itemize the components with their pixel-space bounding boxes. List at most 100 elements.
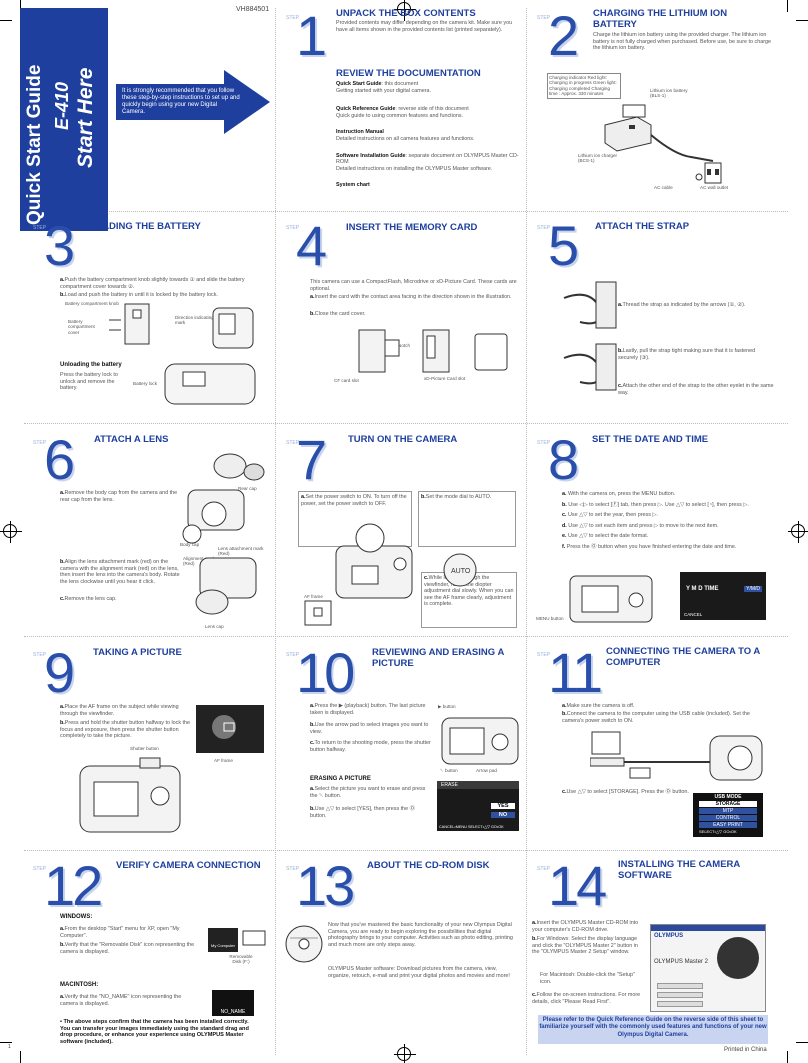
lens-mark-caption: Lens attachment mark (Red) (218, 546, 264, 557)
step-number: 4 (296, 214, 327, 277)
verify-footer: • The above steps confirm that the camer… (60, 1019, 249, 1045)
battery-caption: Lithium ion battery (BLS-1) (650, 88, 688, 99)
install-button[interactable] (657, 992, 703, 998)
battery-lock-caption: Battery lock (133, 381, 157, 386)
doc-tag: : separate document on OLYMPUS Master CD… (336, 152, 519, 166)
step-label: STEP (537, 440, 551, 446)
subheading: WINDOWS: (60, 914, 93, 920)
row-divider (24, 850, 788, 851)
step-item-b: b.Set the mode dial to AUTO. (418, 491, 516, 547)
charger-illustration (604, 104, 722, 184)
cf-caption: CF card slot (334, 378, 359, 383)
erase-item-b: b.Use △▽ to select [YES], then press the… (310, 806, 416, 819)
notch-caption: Notch (398, 343, 411, 348)
step-item-b: b.Load and push the battery in until it … (60, 292, 218, 298)
step-item-c: c.Attach the other end of the strap to t… (618, 383, 774, 396)
step-title: REVIEW THE DOCUMENTATION (336, 68, 481, 79)
camera-top-illustration (335, 523, 413, 599)
align-mark-caption: Alignment mark (Red) (183, 556, 215, 567)
step-title: TURN ON THE CAMERA (348, 434, 458, 445)
step-label: STEP (33, 440, 47, 446)
row-divider (24, 211, 788, 212)
body-cap-caption: Body cap (180, 542, 200, 547)
subheading: Unloading the battery (60, 362, 122, 368)
ac-outlet-caption: AC wall outlet (700, 185, 729, 190)
subheading: MACINTOSH: (60, 982, 99, 988)
step-number: 1 (296, 4, 327, 67)
step-label: STEP (537, 15, 551, 21)
step-item-b: b.Align the lens attachment mark (red) o… (60, 559, 180, 585)
strap-illustration (563, 281, 617, 391)
step-number: 11 (548, 641, 603, 704)
knob-caption: Battery compartment knob (65, 301, 119, 306)
step-label: STEP (286, 440, 300, 446)
step-title: INSTALLING THE CAMERA SOFTWARE (618, 859, 740, 881)
step-item-b: b.Press and hold the shutter button half… (60, 720, 191, 740)
lens-photo (717, 937, 759, 979)
install-button[interactable] (657, 983, 703, 989)
step-body: Provided contents may differ depending o… (336, 20, 513, 33)
step-item-b: b.Connect the camera to the computer usi… (562, 711, 750, 724)
removable-disk-caption: Removable Disk (F:) (229, 954, 253, 965)
step-title: TAKING A PICTURE (93, 647, 182, 658)
camera-back-illustration (441, 717, 519, 765)
step-number: 3 (44, 214, 75, 277)
svg-text:AUTO: AUTO (451, 568, 471, 575)
setup-window: OLYMPUS OLYMPUS Master 2 (650, 924, 766, 1012)
viewfinder-icon (304, 600, 332, 626)
step-title: SET THE DATE AND TIME (592, 434, 709, 445)
crop-mark (20, 0, 21, 12)
step-label: STEP (537, 225, 551, 231)
step-label: STEP (286, 652, 300, 658)
registration-mark (394, 0, 416, 21)
step-body: Charge the lithium ion battery using the… (593, 32, 771, 52)
camera-back-illustration (79, 757, 181, 833)
registration-mark (788, 521, 808, 543)
step-item-c: c.Follow the on-screen instructions. For… (532, 992, 641, 1005)
step-item-b: b.Verify that the "Removable Disk" icon … (60, 942, 195, 955)
step-item-b: b.Use the arrow pad to select images you… (310, 722, 429, 735)
doc-tag: : reverse side of this document (395, 106, 469, 113)
install-button[interactable] (657, 1001, 703, 1007)
step-number: 14 (548, 854, 607, 917)
registration-mark (394, 1044, 416, 1063)
doc-desc: Getting started with your digital camera… (336, 87, 431, 94)
step-number: 13 (296, 854, 355, 917)
shutter-caption: Shutter button (130, 746, 159, 751)
noname-icon: NO_NAME (212, 990, 254, 1016)
step-item-a: a.Thread the strap as indicated by the a… (618, 302, 746, 308)
crop-mark (796, 20, 808, 21)
step-label: STEP (286, 15, 300, 21)
step-number: 10 (296, 641, 355, 704)
subheading: ERASING A PICTURE (310, 776, 371, 782)
window-brand: OLYMPUS (654, 933, 684, 939)
step-number: 12 (44, 854, 103, 917)
step-title: INSERT THE MEMORY CARD (346, 222, 478, 233)
step-number: 7 (296, 428, 327, 491)
printed-in: Printed in China (724, 1047, 767, 1053)
row-divider (24, 636, 788, 637)
charging-indicator-caption: Charging indicator Red light: Charging i… (547, 73, 621, 99)
doc-desc: Detailed instructions on all camera feat… (336, 135, 475, 142)
menu-button-caption: MENU button (536, 616, 564, 621)
doc-tag: : this document (381, 81, 419, 87)
doc-name: Quick Start Guide (336, 81, 382, 87)
step-title: REVIEWING AND ERASING A PICTURE (372, 647, 504, 669)
step-item-b: b.Lastly, pull the strap tight making su… (618, 348, 756, 361)
step-item-a: a.Verify that the "NO_NAME" icon represe… (60, 994, 182, 1007)
cd-rom-icon (285, 925, 323, 963)
cover-start-here: Start Here (74, 67, 97, 168)
step-label: STEP (33, 866, 47, 872)
reference-note: Please refer to the Quick Reference Guid… (538, 1015, 768, 1044)
cd-paragraph-2: OLYMPUS Master software: Download pictur… (328, 966, 510, 979)
mode-dial-icon: AUTO (443, 553, 477, 587)
viewfinder-photo (196, 705, 264, 753)
usb-connection-illustration (590, 731, 763, 781)
crop-mark (796, 1042, 808, 1043)
arrow-pad-caption: Arrow pad (476, 768, 497, 773)
step-item-b: b.Close the card cover. (310, 311, 366, 317)
step-label: STEP (537, 866, 551, 872)
step-item-c: c.Use △▽ to select [STORAGE]. Press the … (562, 789, 689, 795)
unloading-body: Press the battery lock to unlock and rem… (60, 372, 118, 392)
date-steps: a. With the camera on, press the MENU bu… (562, 491, 749, 550)
